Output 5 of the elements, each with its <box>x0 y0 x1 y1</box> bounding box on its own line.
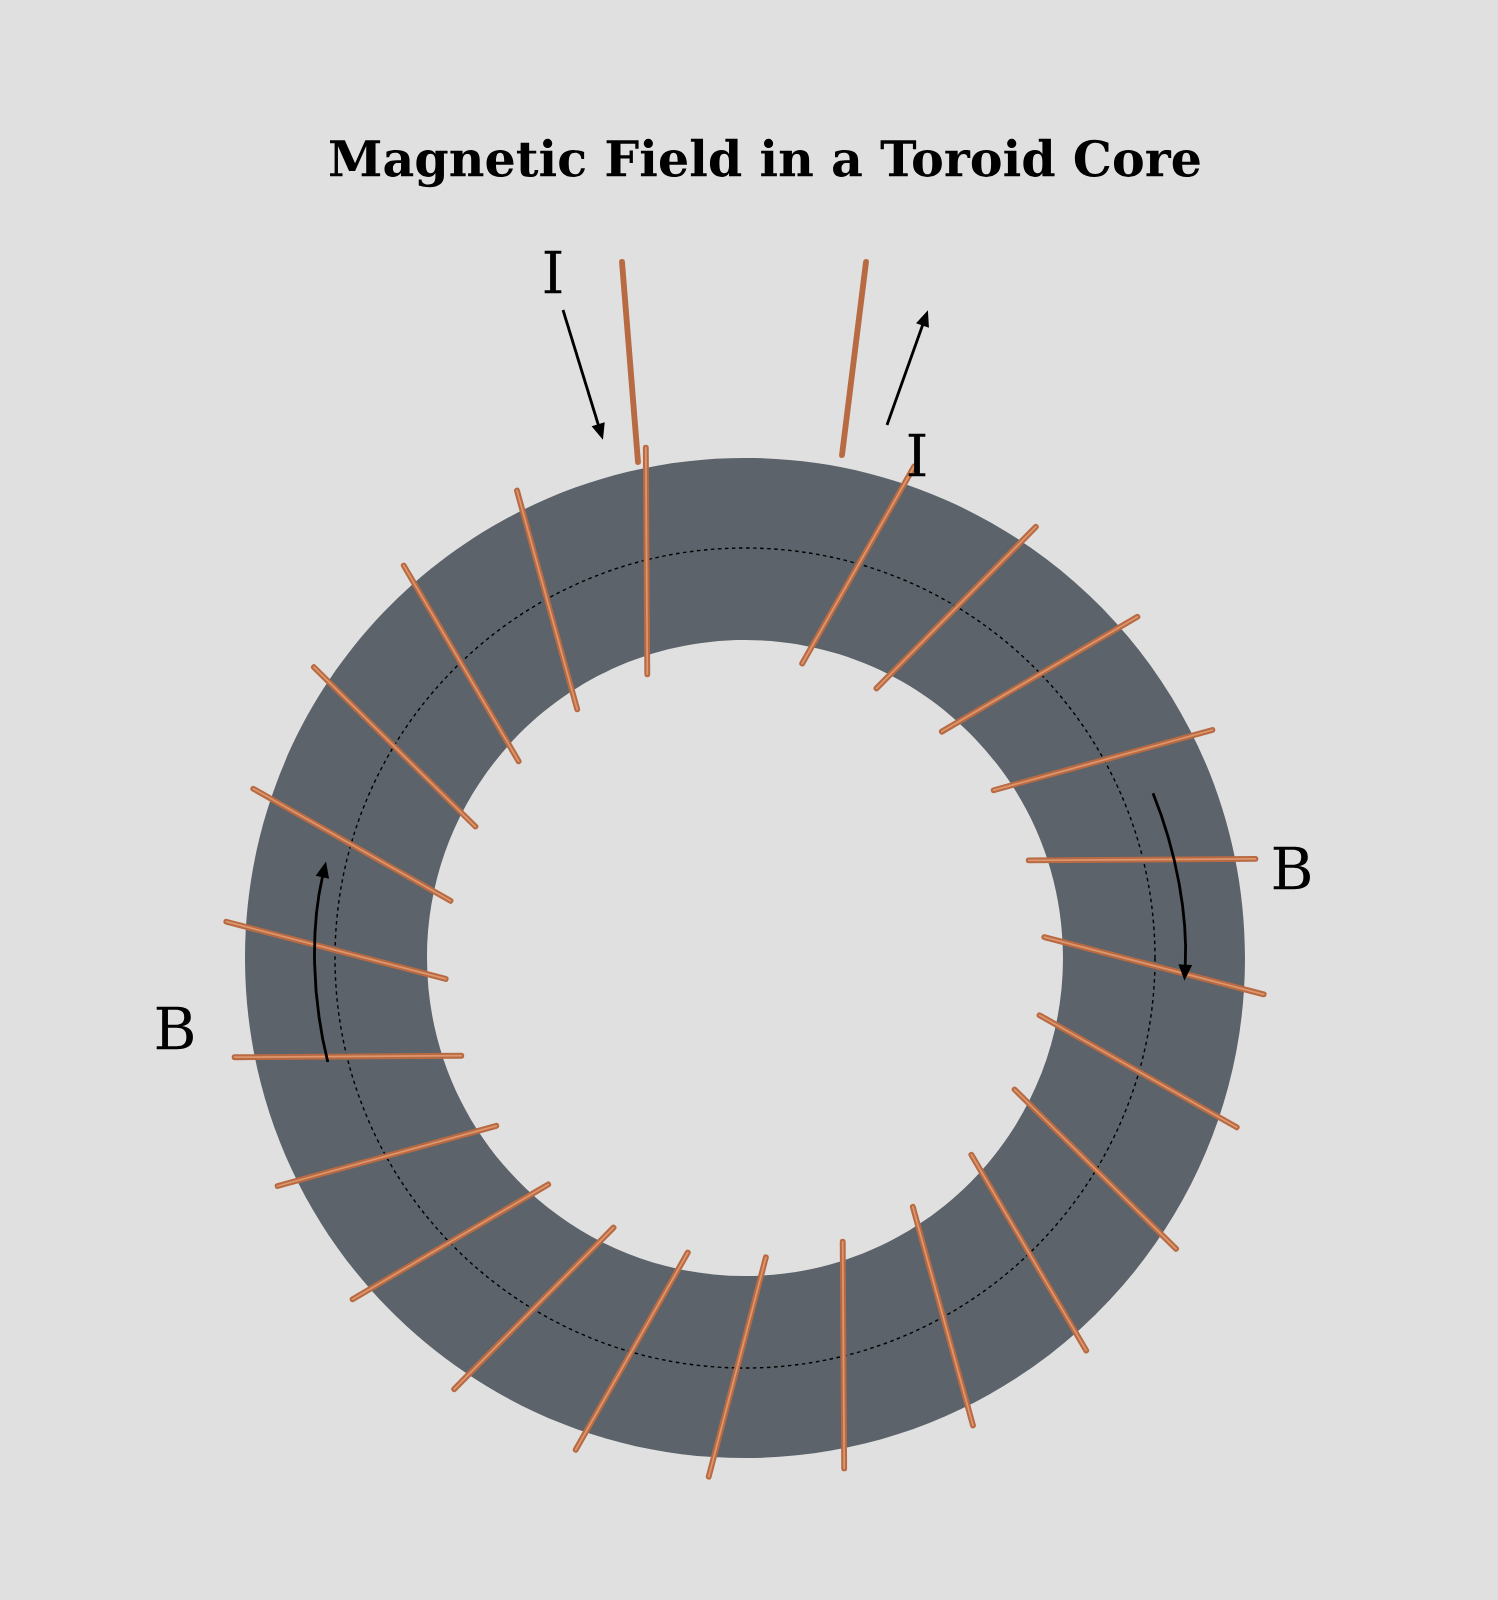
current-label: I <box>544 250 562 294</box>
current-label: I <box>908 433 926 477</box>
field-label: B <box>156 1006 193 1050</box>
title: Magnetic Field in a Toroid Core <box>330 138 1200 188</box>
field-label: B <box>1273 846 1310 890</box>
